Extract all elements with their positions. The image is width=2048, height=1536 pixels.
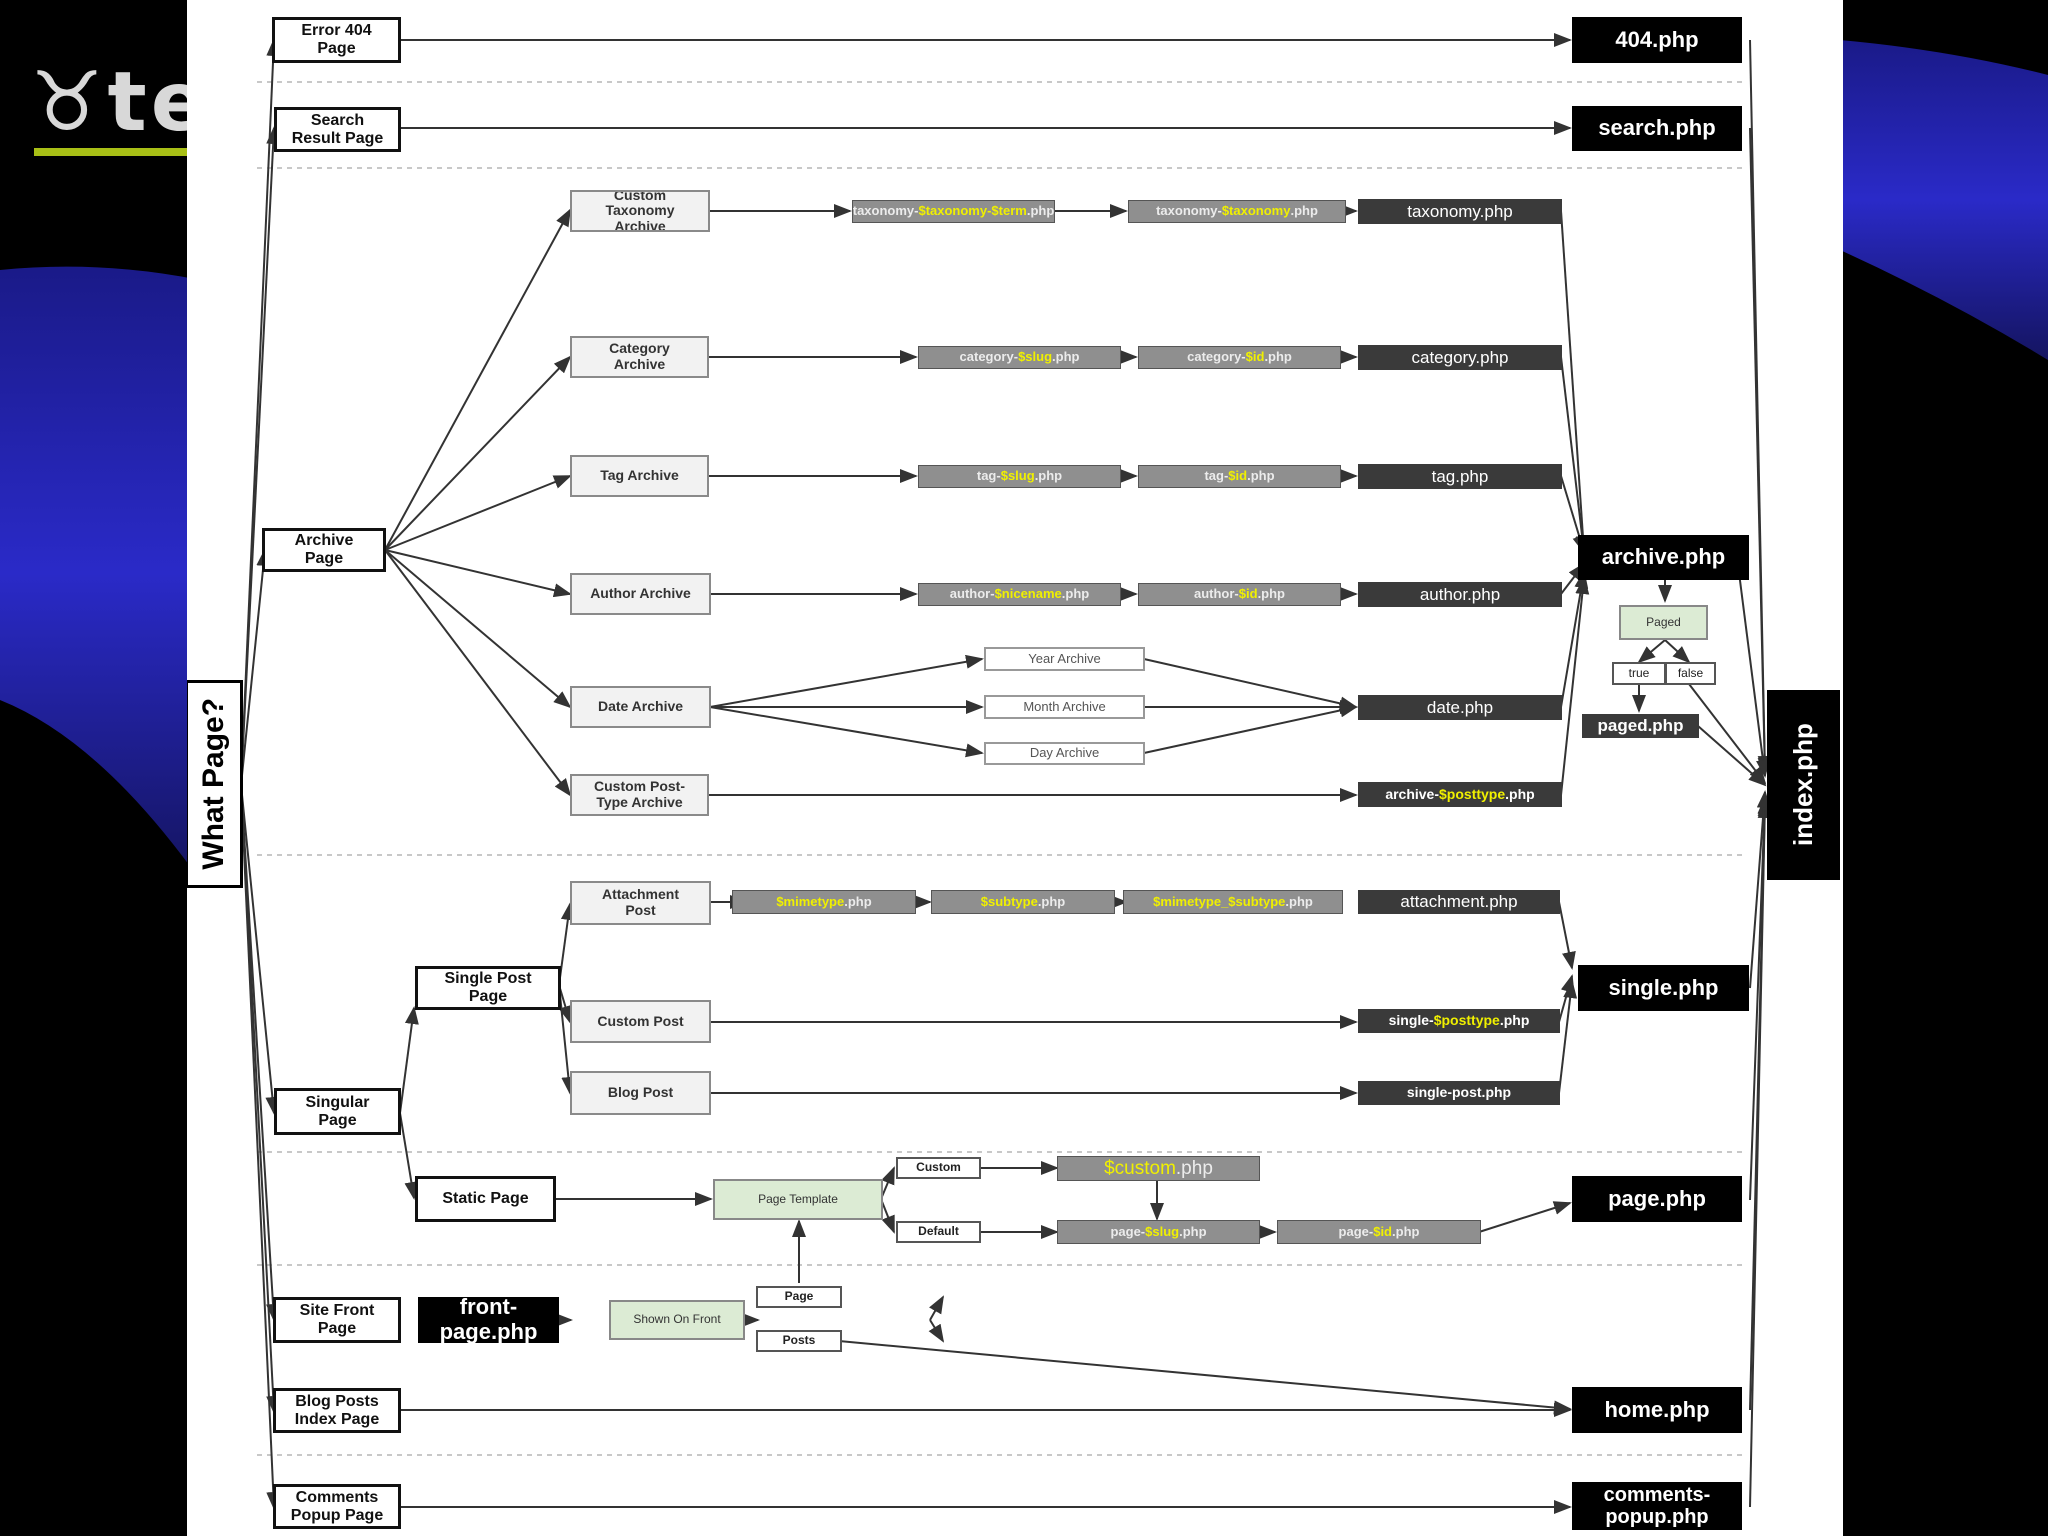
template-tag-id: tag-$id.php (1138, 465, 1341, 488)
decision-shown-on-front: Shown On Front (609, 1300, 745, 1340)
page-archive: Archive Page (262, 528, 386, 572)
template-author-nicename: author-$nicename.php (918, 583, 1121, 606)
template-mimetype-subtype: $mimetype_$subtype.php (1123, 890, 1343, 914)
date-month-archive: Month Archive (984, 695, 1145, 719)
page-search-result: Search Result Page (274, 107, 401, 152)
file-404: 404.php (1572, 17, 1742, 63)
page-error-404: Error 404 Page (272, 17, 401, 63)
file-author: author.php (1358, 582, 1562, 607)
template-page-id: page-$id.php (1277, 1220, 1481, 1244)
file-index: index.php (1767, 690, 1840, 880)
page-site-front: Site Front Page (273, 1297, 401, 1343)
file-single-post: single-post.php (1358, 1081, 1560, 1105)
file-home: home.php (1572, 1387, 1742, 1433)
template-mimetype: $mimetype.php (732, 890, 916, 914)
template-tag-slug: tag-$slug.php (918, 465, 1121, 488)
page-comments-popup: Comments Popup Page (273, 1484, 401, 1529)
template-page-slug: page-$slug.php (1057, 1220, 1260, 1244)
template-taxonomy: taxonomy-$taxonomy.php (1128, 200, 1346, 223)
template-subtype: $subtype.php (931, 890, 1115, 914)
decision-default: Default (896, 1221, 981, 1243)
template-taxonomy-term: taxonomy-$taxonomy-$term.php (852, 200, 1055, 223)
file-paged: paged.php (1582, 714, 1699, 738)
archive-category: Category Archive (570, 336, 709, 378)
single-blog-post: Blog Post (570, 1071, 711, 1115)
single-attachment: Attachment Post (570, 881, 711, 925)
file-taxonomy: taxonomy.php (1358, 199, 1562, 224)
single-custom-post: Custom Post (570, 1000, 711, 1043)
template-category-slug: category-$slug.php (918, 346, 1121, 369)
archive-custom-taxonomy: Custom Taxonomy Archive (570, 190, 710, 232)
page-static: Static Page (415, 1176, 556, 1222)
connector-lines (240, 33, 1772, 1514)
logo-underline (34, 148, 194, 156)
archive-date: Date Archive (570, 686, 711, 728)
decision-posts: Posts (756, 1330, 842, 1352)
date-year-archive: Year Archive (984, 647, 1145, 671)
archive-tag: Tag Archive (570, 455, 709, 497)
page-blog-posts-index: Blog Posts Index Page (273, 1388, 401, 1433)
decision-true: true (1612, 662, 1666, 685)
file-single: single.php (1578, 965, 1749, 1011)
page-singular: Singular Page (274, 1088, 401, 1135)
file-search: search.php (1572, 106, 1742, 151)
page-single-post: Single Post Page (415, 966, 561, 1010)
template-custom: $custom.php (1057, 1156, 1260, 1181)
what-page-root: What Page? (187, 680, 243, 888)
template-author-id: author-$id.php (1138, 583, 1341, 606)
date-day-archive: Day Archive (984, 742, 1145, 765)
archive-author: Author Archive (570, 573, 711, 615)
template-hierarchy-diagram: What Page? Error 404 Page Search Result … (187, 0, 1843, 1536)
decision-paged: Paged (1619, 605, 1708, 640)
template-category-id: category-$id.php (1138, 346, 1341, 369)
archive-custom-post-type: Custom Post- Type Archive (570, 774, 709, 816)
company-logo: ♉te (30, 55, 211, 150)
file-archive-posttype: archive-$posttype.php (1358, 782, 1562, 807)
file-tag: tag.php (1358, 464, 1562, 489)
decision-page-template: Page Template (713, 1179, 883, 1220)
file-date: date.php (1358, 695, 1562, 720)
decision-page: Page (756, 1286, 842, 1308)
file-page: page.php (1572, 1176, 1742, 1222)
decision-false: false (1665, 662, 1716, 685)
file-attachment: attachment.php (1358, 890, 1560, 914)
file-category: category.php (1358, 345, 1562, 370)
decision-custom: Custom (896, 1157, 981, 1179)
file-archive: archive.php (1578, 535, 1749, 580)
file-single-posttype: single-$posttype.php (1358, 1009, 1560, 1033)
file-comments-popup: comments- popup.php (1572, 1482, 1742, 1530)
file-front-page: front-page.php (418, 1297, 559, 1343)
